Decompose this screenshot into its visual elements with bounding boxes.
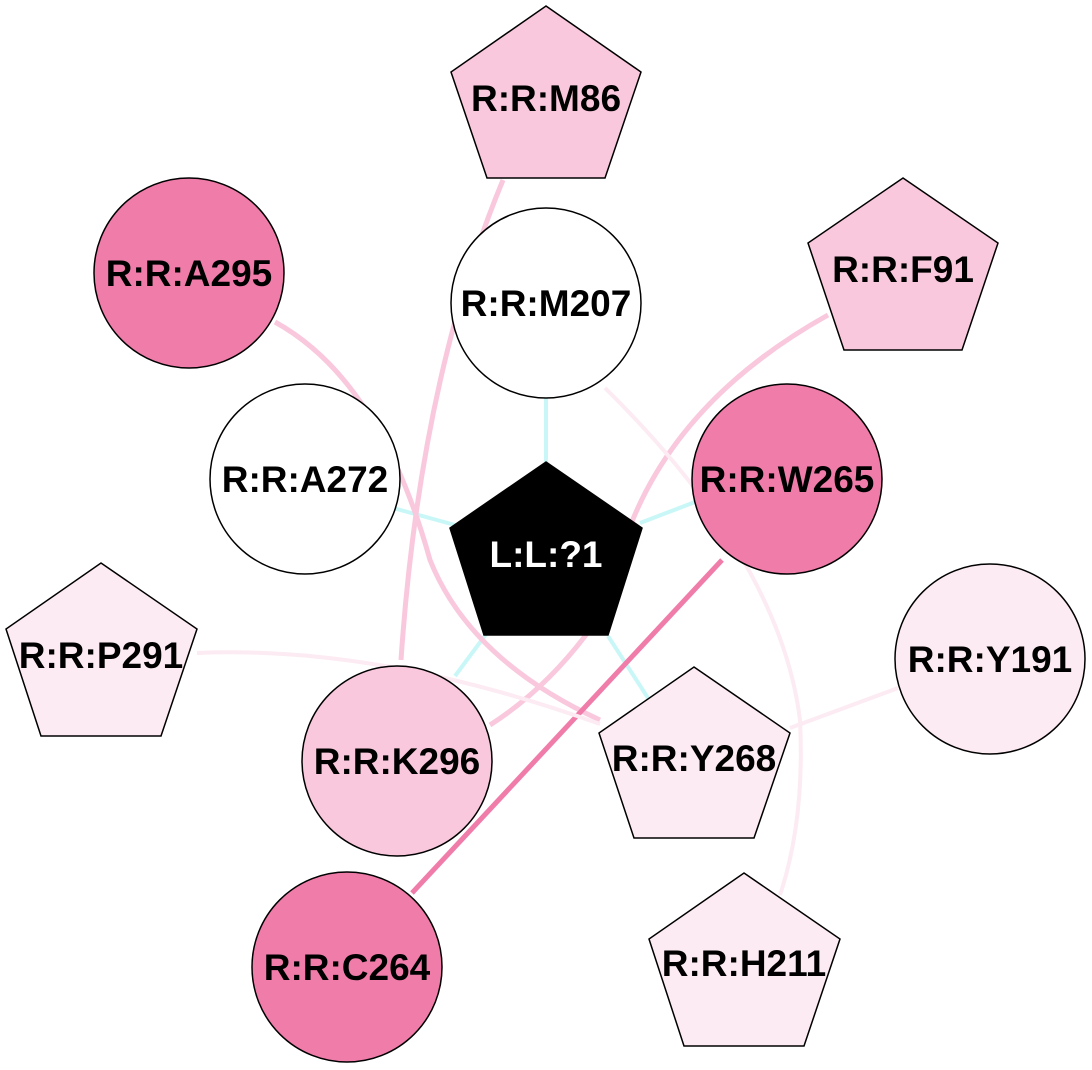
- m207-circle-shape: [450, 207, 642, 399]
- nodes-layer: L:L:?1 R:R:M86 R:R:A295 R:R:M207 R:R:F91: [5, 5, 1086, 1063]
- c264-circle-shape: [251, 871, 443, 1063]
- edge-m207-h211: [603, 386, 803, 896]
- edge-ligand-y268: [606, 634, 650, 700]
- a295-circle-shape: [93, 177, 285, 369]
- a295-label: R:R:A295: [106, 253, 273, 294]
- edge-ligand-w265: [639, 500, 696, 525]
- node-w265[interactable]: R:R:W265: [691, 383, 883, 575]
- ligand-pentagon-shape: [449, 461, 643, 636]
- edge-ligand-a272: [392, 506, 456, 527]
- m86-pentagon-shape: [450, 5, 642, 179]
- node-ligand[interactable]: L:L:?1: [449, 461, 643, 636]
- k296-circle-shape: [301, 665, 493, 857]
- y191-label: R:R:Y191: [908, 639, 1073, 680]
- node-a295[interactable]: R:R:A295: [93, 177, 285, 369]
- p291-label: R:R:P291: [19, 635, 184, 676]
- p291-pentagon-shape: [5, 562, 198, 737]
- f91-label: R:R:F91: [832, 249, 974, 290]
- node-y268[interactable]: R:R:Y268: [598, 666, 791, 839]
- node-k296[interactable]: R:R:K296: [301, 665, 493, 857]
- node-p291[interactable]: R:R:P291: [5, 562, 198, 737]
- a272-label: R:R:A272: [222, 459, 389, 500]
- y268-pentagon-shape: [598, 666, 791, 839]
- a272-circle-shape: [209, 383, 401, 575]
- node-y191[interactable]: R:R:Y191: [894, 563, 1086, 755]
- y268-label: R:R:Y268: [612, 738, 777, 779]
- m207-label: R:R:M207: [461, 283, 632, 324]
- ligand-label: L:L:?1: [489, 534, 602, 575]
- c264-label: R:R:C264: [264, 947, 431, 988]
- edge-w265-c264: [410, 558, 724, 895]
- edge-a295-y268: [273, 319, 602, 723]
- node-m86[interactable]: R:R:M86: [450, 5, 642, 179]
- node-c264[interactable]: R:R:C264: [251, 871, 443, 1063]
- node-f91[interactable]: R:R:F91: [807, 177, 999, 351]
- k296-label: R:R:K296: [314, 741, 481, 782]
- f91-pentagon-shape: [807, 177, 999, 351]
- y191-circle-shape: [894, 563, 1086, 755]
- m86-label: R:R:M86: [471, 78, 621, 119]
- h211-label: R:R:H211: [662, 943, 827, 984]
- node-a272[interactable]: R:R:A272: [209, 383, 401, 575]
- edge-y191-y268: [789, 686, 899, 730]
- w265-label: R:R:W265: [700, 459, 875, 500]
- w265-circle-shape: [691, 383, 883, 575]
- node-m207[interactable]: R:R:M207: [450, 207, 642, 399]
- node-h211[interactable]: R:R:H211: [648, 872, 841, 1047]
- h211-pentagon-shape: [648, 872, 841, 1047]
